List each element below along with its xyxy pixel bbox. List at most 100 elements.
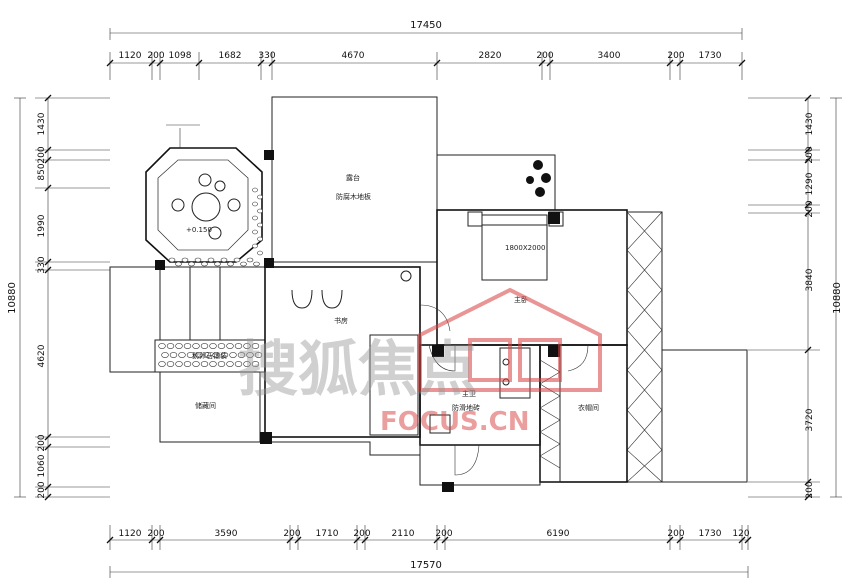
master-bedroom: 1800X2000 主卧 (419, 209, 628, 346)
right-seg-5: 3840 (805, 268, 815, 291)
bed-size-label: 1800X2000 (505, 244, 545, 252)
left-seg-3: 850 (37, 163, 47, 180)
dimension-slash (257, 59, 265, 67)
right-seg-1: 1430 (805, 112, 815, 135)
garden-sub-label: 鹅卵石铺装 (192, 351, 227, 360)
right-seg-4: 200 (805, 200, 815, 217)
pebble (251, 343, 260, 349)
dimension-slash (106, 59, 114, 67)
pebble (227, 261, 234, 267)
dimension-slash (44, 433, 52, 441)
pebble (246, 352, 254, 358)
pebble (178, 352, 186, 358)
top-seg-9: 3400 (598, 51, 621, 61)
dimension-slash (538, 59, 546, 67)
pebble (217, 343, 226, 349)
structural-columns (155, 150, 560, 492)
pebble (183, 361, 192, 367)
bottom-seg-8: 200 (435, 529, 452, 539)
left-seg-5: 330 (37, 256, 47, 273)
dressing-room: 衣帽间 (539, 344, 628, 483)
pebble (183, 343, 192, 349)
top-seg-1: 1120 (119, 51, 142, 61)
pebble (209, 343, 217, 349)
dimension-slash (44, 258, 52, 266)
bottom-dimension-chain: 1120 200 3590 200 1710 200 2110 200 6190… (106, 525, 752, 550)
bottom-seg-4: 200 (283, 529, 300, 539)
left-dimension-total: 10880 (7, 97, 26, 498)
bathroom-sub-label: 防滑地砖 (452, 403, 480, 412)
dimension-slash (44, 266, 52, 274)
dimension-slash (546, 59, 554, 67)
pebble (243, 361, 251, 367)
dimension-slash (195, 59, 203, 67)
dimension-slash (44, 146, 52, 154)
bottom-total-label: 17570 (410, 560, 442, 571)
dimension-slash (804, 493, 812, 501)
pebble (254, 352, 263, 358)
pebble (226, 343, 234, 349)
left-seg-2: 200 (37, 146, 47, 163)
pebble (200, 343, 209, 349)
pebble (252, 243, 258, 249)
bottom-seg-6: 200 (353, 529, 370, 539)
top-seg-7: 2820 (479, 51, 502, 61)
storage-label: 储藏间 (195, 401, 216, 410)
pebble (166, 361, 175, 367)
top-total-label: 17450 (410, 20, 442, 31)
pebble (226, 361, 234, 367)
pebble (201, 261, 208, 267)
dimension-slash (156, 59, 164, 67)
pebble (161, 352, 169, 358)
dimension-slash (804, 209, 812, 217)
storage-room: 储藏间 (159, 371, 261, 443)
pebble (220, 352, 229, 358)
pebble (181, 257, 189, 263)
left-total-label: 10880 (7, 282, 18, 314)
dimension-slash (433, 536, 441, 544)
dimension-slash (156, 536, 164, 544)
top-seg-11: 1730 (699, 51, 722, 61)
dimension-slash (804, 94, 812, 102)
top-dimension-total: 17450 (109, 20, 743, 40)
pebble (175, 343, 183, 349)
pebble (233, 257, 241, 263)
top-seg-4: 1682 (219, 51, 242, 61)
dimension-slash (804, 478, 812, 486)
dimension-slash (804, 146, 812, 154)
dimension-slash (268, 59, 276, 67)
balcony-top-sub-label: 防腐木地板 (336, 192, 371, 201)
right-dimension-chain: 1430 200 1290 200 3840 3720 200 (748, 94, 820, 501)
dimension-slash (148, 59, 156, 67)
pebble (195, 352, 203, 358)
pebble (175, 361, 183, 367)
pebble (217, 361, 226, 367)
left-seg-9: 200 (37, 481, 47, 498)
pebble (234, 361, 243, 367)
dimension-slash (744, 536, 752, 544)
dimension-slash (666, 59, 674, 67)
bottom-seg-9: 6190 (547, 529, 570, 539)
bottom-seg-2: 200 (147, 529, 164, 539)
dimension-slash (44, 493, 52, 501)
pebble (186, 352, 195, 358)
top-seg-10: 200 (667, 51, 684, 61)
dimension-slash (441, 536, 449, 544)
dimension-slash (44, 184, 52, 192)
octagon-deck: +0.150 (145, 124, 263, 263)
pebble (200, 361, 209, 367)
pebble (252, 229, 258, 235)
pebble (257, 194, 263, 200)
pebble (240, 261, 247, 267)
bottom-seg-3: 3590 (215, 529, 238, 539)
wardrobe-strip (626, 211, 748, 483)
bottom-seg-10: 200 (667, 529, 684, 539)
pebble (252, 201, 258, 207)
pebble (203, 352, 212, 358)
dimension-slash (676, 59, 684, 67)
right-seg-6: 3720 (805, 408, 815, 431)
bottom-seg-5: 1710 (316, 529, 339, 539)
pebble-garden (168, 187, 263, 267)
dimension-slash (353, 536, 361, 544)
